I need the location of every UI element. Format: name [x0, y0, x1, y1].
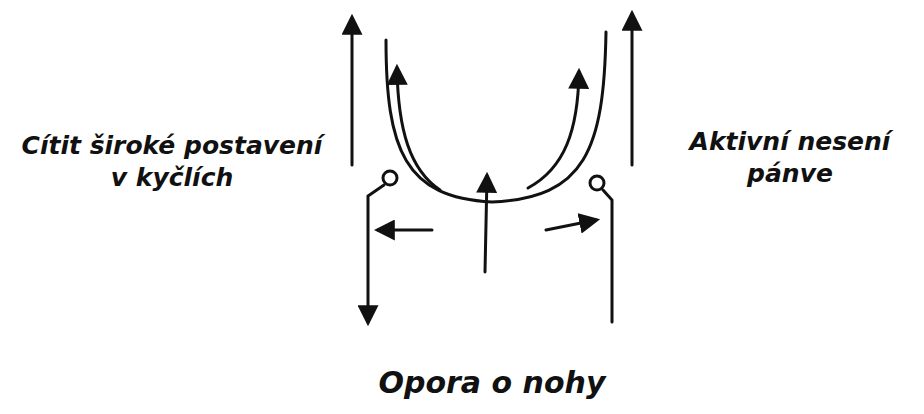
inner-arrow	[528, 72, 579, 188]
leg-line	[368, 185, 384, 322]
lift-arrow	[631, 14, 634, 165]
inner-arrow	[397, 68, 440, 190]
pelvis-curve	[386, 32, 606, 202]
lift-arrow	[351, 18, 354, 165]
caption-label: Cítit široké postavení v kyčlích	[12, 130, 332, 195]
leg-line	[603, 190, 612, 322]
caption-label: Aktivní nesení pánve	[665, 126, 915, 191]
spread-arrow	[378, 229, 432, 232]
hip-joint	[590, 176, 604, 190]
spread-arrow	[546, 220, 596, 230]
caption-label: Opora o nohy	[292, 363, 692, 402]
hip-joint	[383, 171, 397, 185]
center-arrow	[485, 176, 487, 272]
